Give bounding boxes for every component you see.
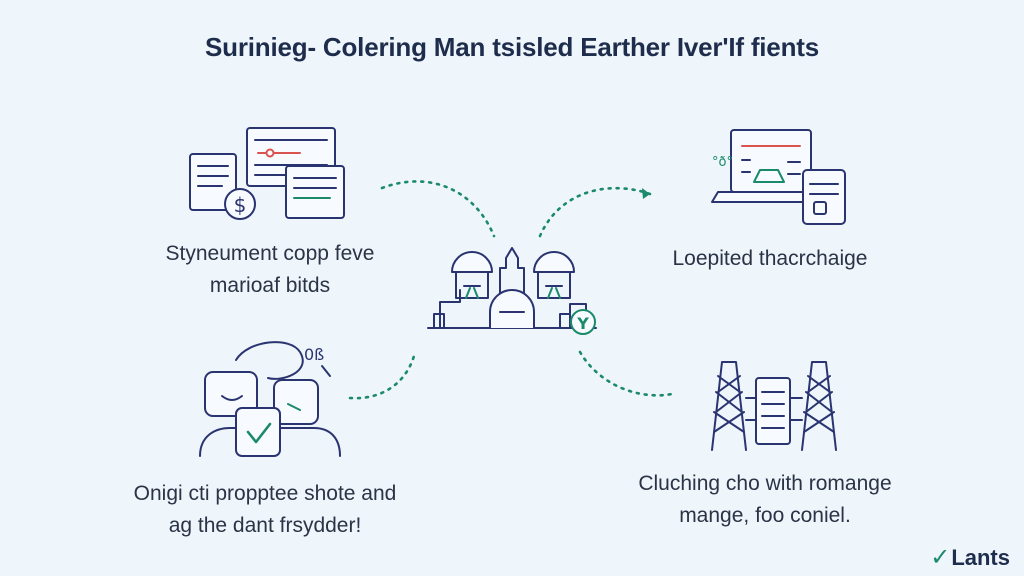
transmission-towers-icon <box>711 361 837 451</box>
checkmark-icon: ✓ <box>930 544 951 571</box>
diagram-title: Surinieg- Colering Man tsisled Earther I… <box>205 32 819 62</box>
connector-bottom-left <box>348 354 416 400</box>
node-caption-line: ag the dant frsydder! <box>168 514 362 537</box>
facility-icon <box>427 247 597 329</box>
center-badge-label: Y <box>576 314 589 333</box>
documents-coin-icon: $ <box>189 127 345 220</box>
connector-bottom-right <box>578 350 674 397</box>
laptop-phone-icon: °ð° <box>711 129 846 225</box>
node-caption-line: Loepited thacrchaige <box>672 247 868 270</box>
bubble-glyph: 0ß <box>304 345 324 364</box>
brand-logo: ✓ Lants <box>930 543 1010 572</box>
connector-top-right <box>538 186 652 238</box>
connector-top-left <box>380 180 496 238</box>
node-caption-bottom-right: Cluching cho with romange mange, foo con… <box>600 468 930 532</box>
node-caption-line: Styneument copp feve <box>165 242 375 265</box>
phone-glyph: °ð° <box>712 155 733 170</box>
node-caption-line: mange, foo coniel. <box>679 504 851 527</box>
brand-name: Lants <box>951 544 1010 570</box>
node-caption-bottom-left: Onigi cti propptee shote and ag the dant… <box>100 478 430 542</box>
team-check-icon: 0ß <box>199 341 341 457</box>
node-caption-top-left: Styneument copp feve marioaf bitds <box>120 238 420 302</box>
node-caption-line: Cluching cho with romange <box>638 472 892 495</box>
coin-glyph: $ <box>234 193 247 217</box>
node-caption-top-right: Loepited thacrchaige <box>620 243 920 275</box>
node-caption-line: marioaf bitds <box>209 274 331 297</box>
node-caption-line: Onigi cti propptee shote and <box>133 482 397 505</box>
arrowhead-top-right <box>642 188 650 199</box>
center-badge <box>570 309 596 335</box>
